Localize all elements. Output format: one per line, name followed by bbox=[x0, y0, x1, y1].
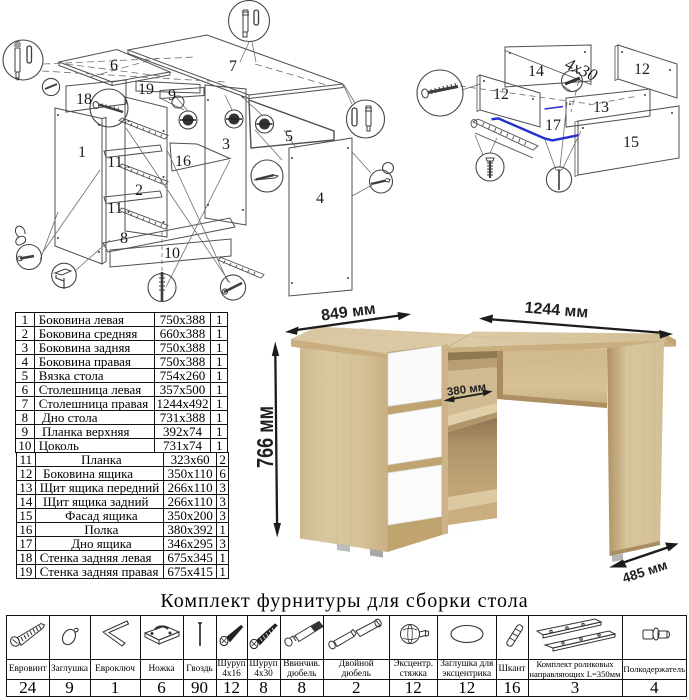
svg-text:12: 12 bbox=[634, 61, 650, 78]
svg-text:13: 13 bbox=[593, 99, 609, 116]
svg-text:7: 7 bbox=[229, 58, 237, 75]
svg-text:15: 15 bbox=[623, 134, 639, 151]
svg-text:11: 11 bbox=[107, 200, 122, 217]
svg-text:19: 19 bbox=[138, 81, 154, 98]
svg-text:11: 11 bbox=[107, 154, 122, 171]
svg-text:17: 17 bbox=[545, 117, 561, 134]
svg-text:12: 12 bbox=[493, 86, 509, 103]
svg-text:380 мм: 380 мм bbox=[446, 381, 487, 398]
svg-text:10: 10 bbox=[164, 245, 180, 262]
svg-text:4: 4 bbox=[316, 190, 324, 207]
svg-text:16: 16 bbox=[175, 153, 191, 170]
svg-text:1244 мм: 1244 мм bbox=[524, 300, 589, 322]
svg-text:18: 18 bbox=[76, 91, 92, 108]
svg-text:3: 3 bbox=[222, 136, 230, 153]
svg-text:14: 14 bbox=[528, 63, 544, 80]
svg-text:1: 1 bbox=[78, 144, 86, 161]
svg-text:9: 9 bbox=[168, 87, 176, 104]
svg-text:6: 6 bbox=[110, 57, 118, 74]
svg-text:8: 8 bbox=[120, 230, 128, 247]
svg-text:766 мм: 766 мм bbox=[252, 406, 278, 468]
svg-text:5: 5 bbox=[285, 128, 293, 145]
svg-text:2: 2 bbox=[135, 182, 143, 199]
